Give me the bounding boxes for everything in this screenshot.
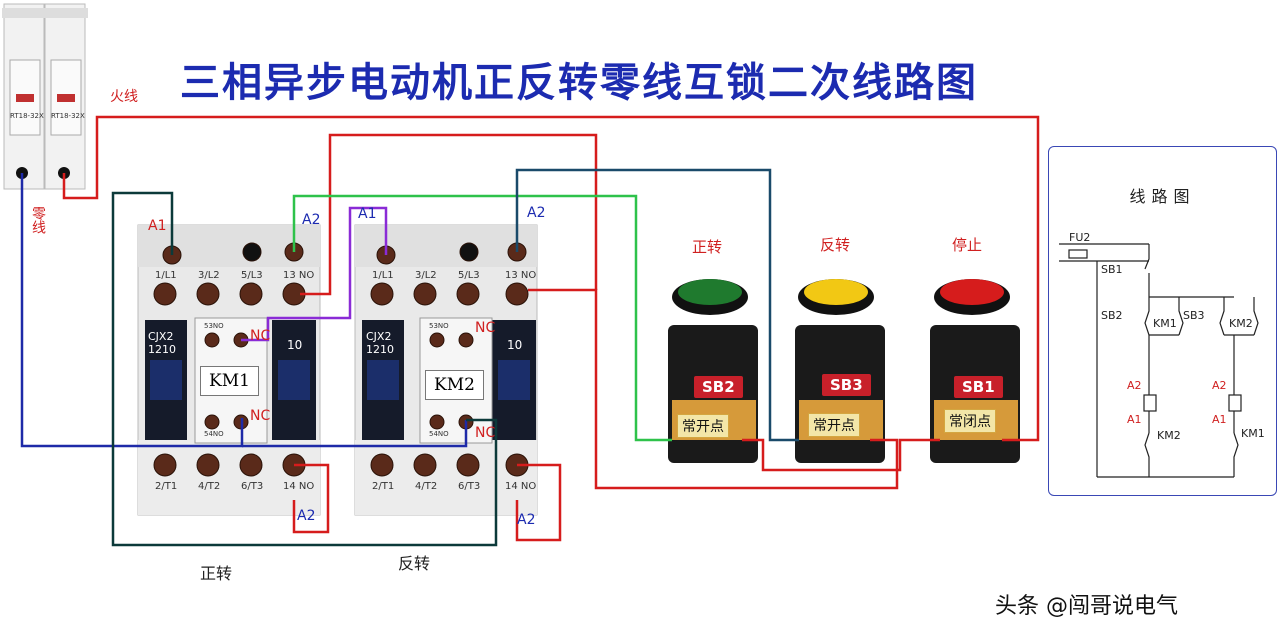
km2-term-3: 3/L2 [415, 270, 437, 281]
button-sb1-plate: SB1 [954, 376, 1003, 398]
button-sb2-heading: 正转 [692, 238, 723, 256]
schematic-fu2: FU2 [1069, 231, 1091, 244]
km1-term-1: 1/L1 [155, 270, 177, 281]
km1-term-14: 14 NO [283, 481, 315, 492]
button-sb3-heading: 反转 [820, 236, 851, 254]
km1-nc-top: NC [250, 328, 271, 344]
km2-a2-bottom: A2 [517, 512, 536, 528]
km1-module-bottom: 54NO [204, 430, 224, 438]
km2-term-4: 4/T2 [415, 481, 438, 492]
button-cap-icon [804, 279, 868, 305]
schematic-sb1: SB1 [1101, 263, 1123, 276]
schematic-a2-left: A2 [1127, 379, 1142, 392]
km2-caption: 反转 [398, 554, 431, 573]
km2-nc-top: NC [475, 320, 496, 336]
schematic-panel: 线路图 [1048, 146, 1277, 496]
km1-term-13: 13 NO [283, 270, 315, 281]
schematic-interlock-km2: KM2 [1157, 429, 1181, 442]
km1-term-3: 3/L2 [198, 270, 220, 281]
km2-term-2: 2/T1 [372, 481, 395, 492]
schematic-a2-right: A2 [1212, 379, 1227, 392]
km1-caption: 正转 [200, 564, 233, 583]
km1-module-top: 53NO [204, 322, 224, 330]
watermark: 头条 @闯哥说电气 [995, 594, 1178, 619]
km1-side-label: 10 [287, 338, 303, 352]
km1-a2-label: A2 [302, 212, 321, 228]
wire-purple [241, 206, 388, 342]
km2-a1-label: A1 [358, 206, 377, 222]
km2-aux-label: KM2 [425, 370, 484, 400]
wire-green [292, 194, 672, 442]
schematic-title: 线路图 [1129, 187, 1196, 206]
schematic-interlock-km1: KM1 [1241, 427, 1265, 440]
wire-blue-neutral [20, 173, 468, 448]
wire-teal [515, 168, 799, 442]
schematic-sb2: SB2 [1101, 309, 1123, 322]
wire-red-live [62, 115, 1040, 542]
button-cap-icon [940, 279, 1004, 305]
km1-term-2: 2/T1 [155, 481, 178, 492]
schematic-a1-left: A1 [1127, 413, 1142, 426]
km2-side-label: 10 [507, 338, 523, 352]
schematic-km1: KM1 [1153, 317, 1177, 330]
schematic-a1-right: A1 [1212, 413, 1227, 426]
button-sb3-contact: 常开点 [808, 413, 860, 437]
neutral-wire-label: 零线 [30, 206, 46, 234]
km2-module-top: 53NO [429, 322, 449, 330]
km1-a1-label: A1 [148, 218, 167, 234]
km1-model: CJX2 1210 [148, 330, 176, 356]
schematic-lines [1059, 243, 1259, 478]
km1-a2-bottom: A2 [297, 508, 316, 524]
wire-dark [111, 191, 498, 547]
km1-nc-bottom: NC [250, 408, 271, 424]
schematic-sb3: SB3 [1183, 309, 1205, 322]
button-sb1-contact: 常闭点 [944, 409, 996, 433]
button-sb1-body [930, 279, 1020, 463]
button-sb2-contact: 常开点 [677, 414, 729, 438]
km2-module-bottom: 54NO [429, 430, 449, 438]
button-sb1-heading: 停止 [952, 236, 983, 254]
km2-term-13: 13 NO [505, 270, 537, 281]
km2-term-6: 6/T3 [458, 481, 481, 492]
fuse-holder [2, 3, 88, 190]
km2-a2-label: A2 [527, 205, 546, 221]
km1-term-5: 5/L3 [241, 270, 263, 281]
button-sb3-plate: SB3 [822, 374, 871, 396]
km1-term-6: 6/T3 [241, 481, 264, 492]
km2-term-1: 1/L1 [372, 270, 394, 281]
button-sb2-plate: SB2 [694, 376, 743, 398]
schematic-km2: KM2 [1229, 317, 1253, 330]
km1-term-4: 4/T2 [198, 481, 221, 492]
live-wire-label: 火线 [110, 89, 138, 105]
km2-model: CJX2 1210 [366, 330, 394, 356]
fuse-left-label: RT18-32X [10, 112, 44, 120]
button-cap-icon [678, 279, 742, 305]
km2-screw-terminals [370, 242, 529, 477]
km2-nc-bottom: NC [475, 425, 496, 441]
km2-term-5: 5/L3 [458, 270, 480, 281]
km1-aux-label: KM1 [200, 366, 259, 396]
diagram-title: 三相异步电动机正反转零线互锁二次线路图 [180, 59, 978, 106]
km2-term-14: 14 NO [505, 481, 537, 492]
fuse-right-label: RT18-32X [51, 112, 85, 120]
